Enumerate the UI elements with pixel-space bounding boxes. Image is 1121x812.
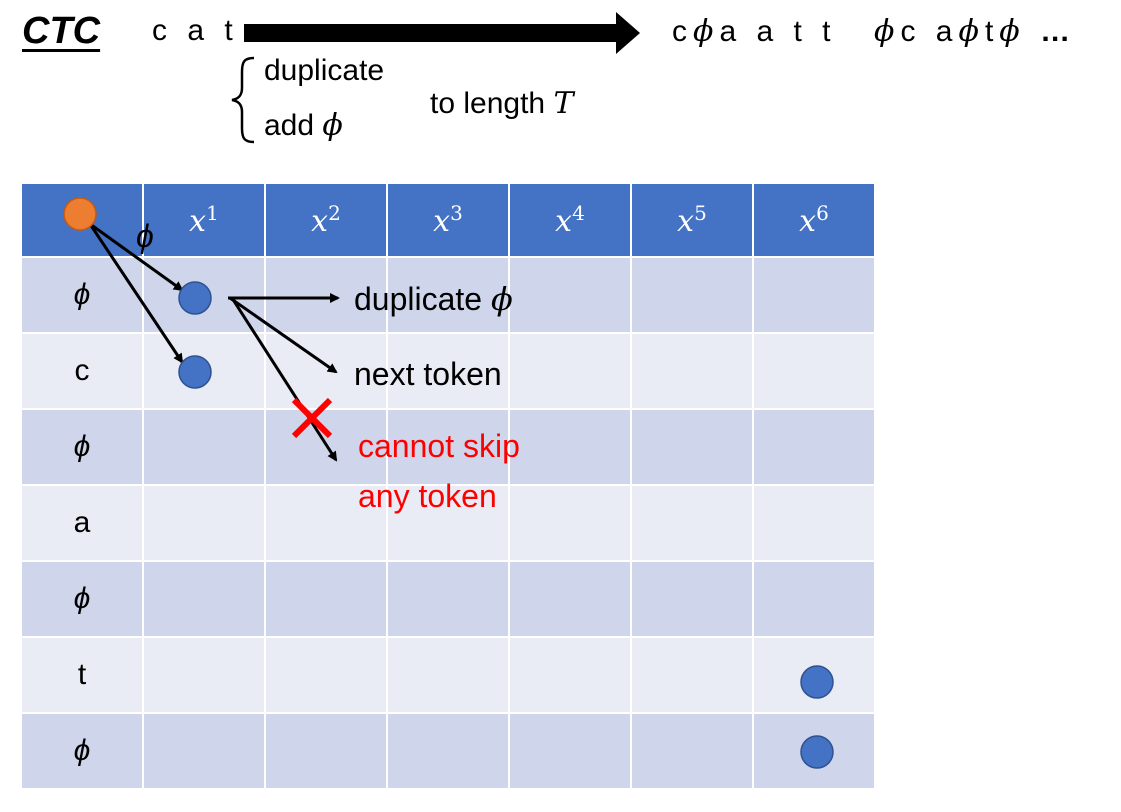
rule-duplicate: duplicate: [264, 54, 385, 87]
grid-row: a: [20, 484, 876, 562]
node-x1-phi: [178, 281, 212, 315]
row-label: a: [20, 484, 144, 562]
grid-row: ϕ: [20, 256, 876, 334]
ctc-title: CTC: [22, 10, 101, 52]
grid-row: c: [20, 332, 876, 410]
phi-symbol: ϕ: [693, 14, 720, 49]
row-label: ϕ: [20, 408, 144, 486]
column-header: x5: [630, 182, 754, 258]
output-example-1: cϕa a t t: [672, 14, 837, 49]
header-row: x1 x2 x3 x4 x5 x6: [20, 182, 876, 258]
rule-to-length: to length T: [430, 86, 573, 121]
rule-add-phi: add ϕ: [264, 108, 343, 143]
column-header: x2: [264, 182, 388, 258]
column-header: x6: [752, 182, 876, 258]
edge-skip: [230, 297, 338, 462]
output-example-2: ϕc aϕtϕ …: [874, 14, 1070, 49]
rule-add-label: add: [264, 109, 315, 142]
grid-row: t: [20, 636, 876, 714]
curly-brace: [231, 56, 255, 144]
node-x1-c: [178, 355, 212, 389]
transform-arrow: [244, 12, 640, 54]
row-label: c: [20, 332, 144, 410]
annotation-duplicate: duplicate ϕ: [354, 280, 513, 318]
phi-symbol: ϕ: [322, 108, 343, 143]
row-label: ϕ: [20, 560, 144, 638]
length-variable: T: [553, 86, 574, 121]
row-label: t: [20, 636, 144, 714]
phi-symbol: ϕ: [490, 280, 513, 318]
grid-row: ϕ: [20, 560, 876, 638]
cross-icon: [291, 397, 333, 439]
annotation-cannot-skip-line2: any token: [358, 478, 497, 514]
column-header: x1: [142, 182, 266, 258]
phi-symbol: ϕ: [874, 14, 901, 49]
ellipsis: …: [1040, 15, 1071, 48]
output-example-2-part: c a: [900, 15, 959, 48]
node-x6-phi: [800, 735, 834, 769]
node-x6-t: [800, 665, 834, 699]
annotation-cannot-skip-line1: cannot skip: [358, 428, 520, 464]
alignment-grid: x1 x2 x3 x4 x5 x6 ϕ c ϕ a ϕ t ϕ: [20, 182, 876, 790]
start-node: [63, 197, 97, 231]
input-word: c a t: [152, 14, 239, 47]
edge-start-to-phi: [89, 222, 184, 292]
phi-symbol: ϕ: [999, 14, 1026, 49]
row-label: ϕ: [20, 712, 144, 790]
annotation-next-token: next token: [354, 356, 502, 392]
output-example-2-part: t: [984, 15, 1000, 48]
edge-next-token: [229, 296, 338, 374]
output-example-1-part: c: [672, 15, 693, 48]
phi-symbol: ϕ: [958, 14, 985, 49]
annotation-duplicate-text: duplicate: [354, 281, 483, 317]
column-header: x4: [508, 182, 632, 258]
grid-row: ϕ: [20, 408, 876, 486]
to-length-label: to length: [430, 87, 546, 120]
row-label: ϕ: [20, 256, 144, 334]
edge-start-to-c: [88, 223, 184, 364]
start-edge-label: ϕ: [136, 218, 154, 254]
output-example-1-part: a a t t: [719, 15, 837, 48]
column-header: x3: [386, 182, 510, 258]
